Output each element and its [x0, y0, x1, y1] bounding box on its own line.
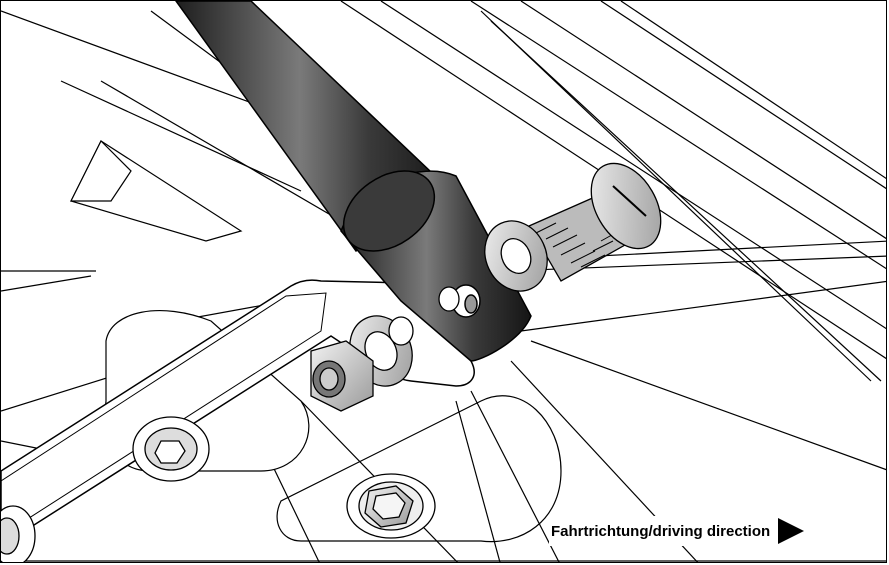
driving-direction-label: Fahrtrichtung/driving direction: [551, 522, 771, 540]
right-triangle-arrow-icon: [778, 518, 805, 544]
hex-nut: [310, 340, 374, 412]
socket-bolt: [132, 416, 210, 482]
edge-bolt: [1, 505, 36, 562]
left-bracket-cutout: [70, 139, 243, 242]
strut-tube: [175, 1, 532, 362]
bracket-hole: [388, 286, 460, 346]
screw: [528, 162, 662, 282]
driving-direction-caption: Fahrtrichtung/driving direction: [549, 516, 807, 546]
washer-right: [484, 220, 548, 292]
hex-bolt: [346, 473, 436, 539]
